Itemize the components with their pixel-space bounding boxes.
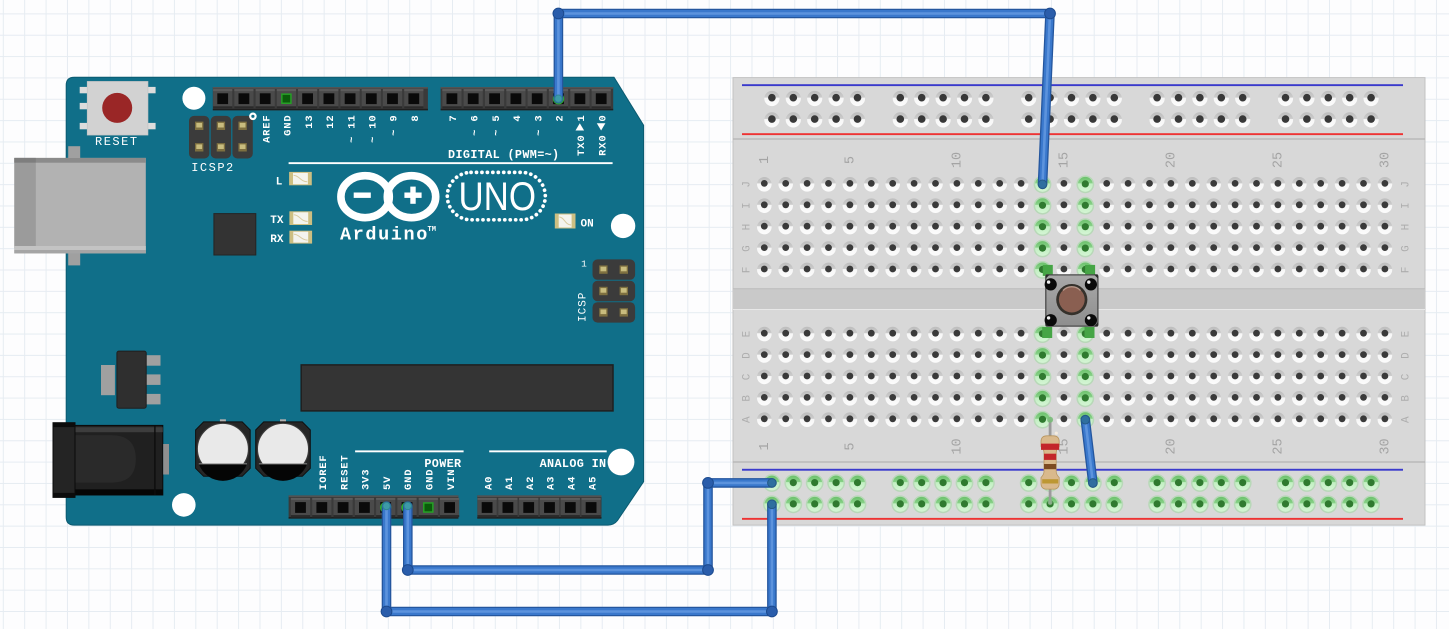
svg-text:F: F — [1400, 267, 1412, 274]
svg-text:RESET: RESET — [95, 135, 139, 149]
svg-text:H: H — [1400, 224, 1412, 231]
svg-text:30: 30 — [1379, 152, 1394, 168]
svg-text:UNO: UNO — [459, 175, 537, 219]
svg-text:0: 0 — [597, 115, 609, 122]
svg-text:~ 9: ~ 9 — [389, 115, 401, 136]
svg-text:ICSP2: ICSP2 — [191, 161, 235, 175]
svg-text:13: 13 — [304, 115, 316, 129]
svg-text:Arduino: Arduino — [340, 225, 429, 246]
svg-text:~ 10: ~ 10 — [368, 115, 380, 143]
svg-text:RX: RX — [270, 234, 284, 246]
svg-text:IOREF: IOREF — [318, 454, 330, 490]
svg-text:G: G — [1400, 245, 1412, 252]
svg-text:ANALOG IN: ANALOG IN — [540, 457, 607, 471]
svg-text:G: G — [742, 245, 754, 252]
svg-text:15: 15 — [1058, 438, 1073, 454]
svg-text:12: 12 — [325, 115, 337, 129]
svg-text:D: D — [1400, 352, 1412, 359]
svg-text:2: 2 — [555, 115, 567, 122]
svg-text:GND: GND — [283, 115, 295, 136]
svg-text:ICSP: ICSP — [577, 292, 589, 322]
svg-text:E: E — [1400, 330, 1412, 337]
svg-text:J: J — [742, 181, 754, 188]
svg-text:VIN: VIN — [446, 469, 458, 490]
svg-text:1: 1 — [581, 259, 587, 270]
svg-text:B: B — [1400, 395, 1412, 402]
svg-text:B: B — [742, 395, 754, 402]
svg-text:TM: TM — [428, 226, 436, 234]
svg-text:~ 6: ~ 6 — [469, 115, 481, 136]
svg-text:GND: GND — [425, 469, 437, 490]
svg-text:RESET: RESET — [339, 454, 351, 490]
svg-text:C: C — [1400, 373, 1412, 380]
svg-text:F: F — [742, 267, 754, 274]
svg-text:A3: A3 — [546, 476, 558, 490]
svg-text:5: 5 — [844, 156, 859, 164]
svg-text:1: 1 — [758, 442, 773, 450]
svg-text:GND: GND — [403, 469, 415, 490]
svg-text:4: 4 — [512, 115, 524, 122]
svg-text:A: A — [742, 416, 754, 423]
svg-text:POWER: POWER — [424, 457, 462, 471]
svg-text:TX0: TX0 — [576, 135, 588, 156]
svg-text:10: 10 — [951, 152, 966, 168]
svg-text:~ 3: ~ 3 — [533, 115, 545, 136]
svg-text:A: A — [1400, 416, 1412, 423]
svg-text:A1: A1 — [504, 476, 516, 490]
svg-text:AREF: AREF — [261, 115, 273, 143]
svg-text:I: I — [1400, 202, 1412, 209]
svg-text:A0: A0 — [483, 476, 495, 490]
svg-text:A5: A5 — [587, 476, 599, 490]
svg-text:J: J — [1400, 181, 1412, 188]
svg-text:7: 7 — [448, 115, 460, 122]
svg-text:5V: 5V — [382, 476, 394, 490]
svg-text:25: 25 — [1272, 152, 1287, 168]
svg-text:I: I — [742, 202, 754, 209]
svg-text:8: 8 — [410, 115, 422, 122]
svg-text:20: 20 — [1165, 438, 1180, 454]
svg-text:C: C — [742, 373, 754, 380]
svg-text:30: 30 — [1379, 438, 1394, 454]
svg-text:20: 20 — [1165, 152, 1180, 168]
svg-text:3V3: 3V3 — [361, 469, 373, 490]
svg-text:RX0: RX0 — [597, 135, 609, 156]
svg-text:H: H — [742, 224, 754, 231]
svg-text:DIGITAL (PWM=~): DIGITAL (PWM=~) — [448, 148, 559, 162]
svg-text:1: 1 — [758, 156, 773, 164]
svg-text:D: D — [742, 352, 754, 359]
svg-text:5: 5 — [844, 442, 859, 450]
svg-text:A4: A4 — [567, 476, 579, 490]
svg-text:1: 1 — [576, 115, 588, 122]
svg-text:ON: ON — [581, 219, 594, 231]
svg-text:10: 10 — [951, 438, 966, 454]
svg-text:TX: TX — [270, 215, 284, 227]
svg-text:E: E — [742, 330, 754, 337]
svg-text:15: 15 — [1058, 152, 1073, 168]
svg-text:A2: A2 — [525, 476, 537, 490]
svg-text:~ 11: ~ 11 — [346, 115, 358, 143]
svg-text:~ 5: ~ 5 — [491, 115, 503, 136]
svg-text:25: 25 — [1272, 438, 1287, 454]
svg-text:L: L — [276, 176, 283, 188]
